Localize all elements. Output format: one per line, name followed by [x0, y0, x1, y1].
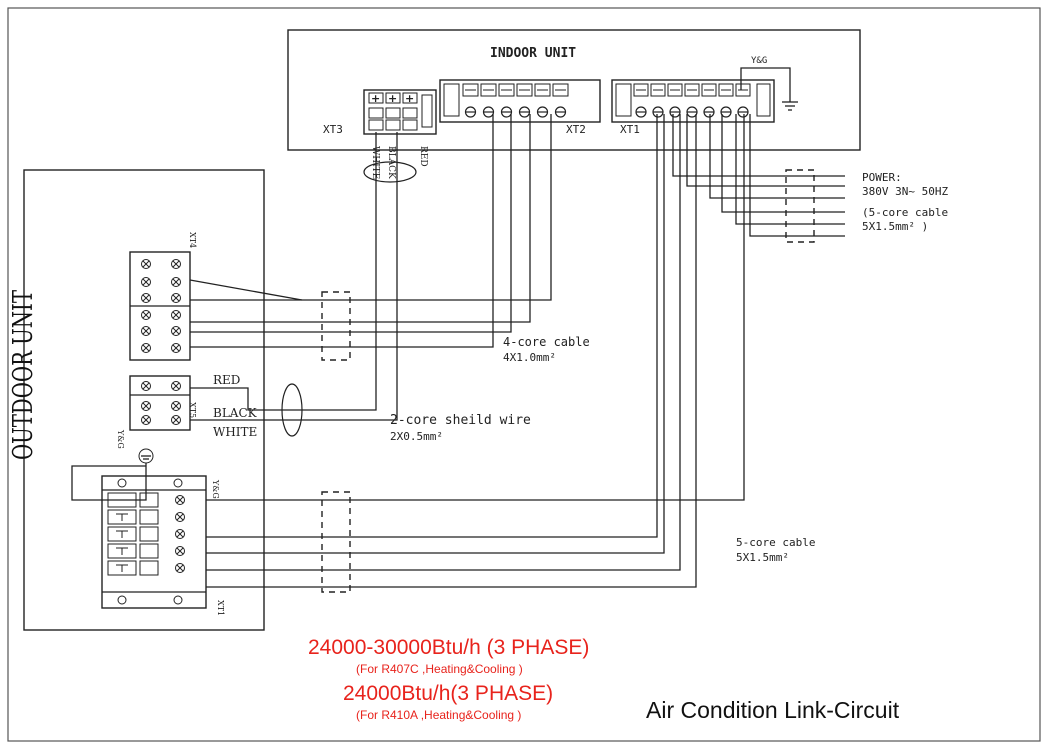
- black-wire-label: BLACK: [213, 406, 258, 420]
- five-core-line1: 5-core cable: [736, 536, 815, 549]
- model-line1: 24000-30000Btu/h (3 PHASE): [308, 636, 589, 659]
- svg-text:+: +: [405, 92, 414, 105]
- power-line4: 5X1.5mm² ): [862, 220, 928, 233]
- two-core-line1: 2-core sheild wire: [390, 413, 531, 428]
- xt3-red-label: RED: [418, 146, 428, 167]
- power-line2: 380V 3N~ 50HZ: [862, 185, 948, 198]
- white-wire-label: WHITE: [213, 425, 257, 439]
- power-line1: POWER:: [862, 171, 902, 184]
- four-core-sleeve: [321, 291, 351, 361]
- xt1-label: XT1: [620, 123, 640, 136]
- xt5-terminals: [141, 381, 181, 425]
- four-core-line2: 4X1.0mm²: [503, 351, 556, 364]
- indoor-unit-title: INDOOR UNIT: [490, 46, 576, 61]
- xt5-terminal-block: [129, 375, 191, 431]
- svg-text:XT4: XT4: [188, 232, 197, 248]
- red-wire-label: RED: [213, 373, 240, 387]
- svg-text:Y&G: Y&G: [211, 479, 220, 499]
- indoor-yg-label: Y&G: [751, 56, 767, 66]
- outer-frame: [7, 7, 1041, 742]
- five-core-sleeve: [321, 491, 351, 593]
- model-line2: (For R407C ,Heating&Cooling ): [356, 662, 523, 676]
- svg-text:+: +: [388, 92, 397, 105]
- svg-text:XT1: XT1: [216, 600, 225, 616]
- xt2-label: XT2: [566, 123, 586, 136]
- xt4-terminals: [141, 259, 181, 353]
- model-line3: 24000Btu/h(3 PHASE): [343, 682, 553, 705]
- five-core-line2: 5X1.5mm²: [736, 551, 789, 564]
- svg-text:+: +: [371, 92, 380, 105]
- xt3-white-label: WHITE: [370, 146, 380, 179]
- model-line4: (For R410A ,Heating&Cooling ): [356, 708, 521, 722]
- diagram-caption: Air Condition Link-Circuit: [646, 697, 900, 723]
- svg-text:XT5: XT5: [188, 402, 197, 418]
- xt1-terminals: [633, 83, 751, 118]
- xt3-label: XT3: [323, 123, 343, 136]
- xt2-terminals: [462, 83, 569, 118]
- wires: [71, 114, 845, 588]
- svg-text:Y&G: Y&G: [116, 429, 125, 449]
- outdoor-unit-title: OUTDOOR UNIT: [8, 290, 39, 460]
- two-core-line2: 2X0.5mm²: [390, 430, 443, 443]
- power-line3: (5-core cable: [862, 206, 948, 219]
- outdoor-unit: OUTDOOR UNIT XT4 XT5 Y&G Y&G XT1: [8, 169, 265, 631]
- indoor-ground-icon: [782, 101, 798, 111]
- four-core-line1: 4-core cable: [503, 335, 590, 349]
- indoor-unit: INDOOR UNIT XT3 + + + WHITE BLACK RED XT…: [287, 29, 861, 179]
- power-cable-sleeve: [785, 169, 815, 243]
- outdoor-ground-icon: [138, 448, 154, 464]
